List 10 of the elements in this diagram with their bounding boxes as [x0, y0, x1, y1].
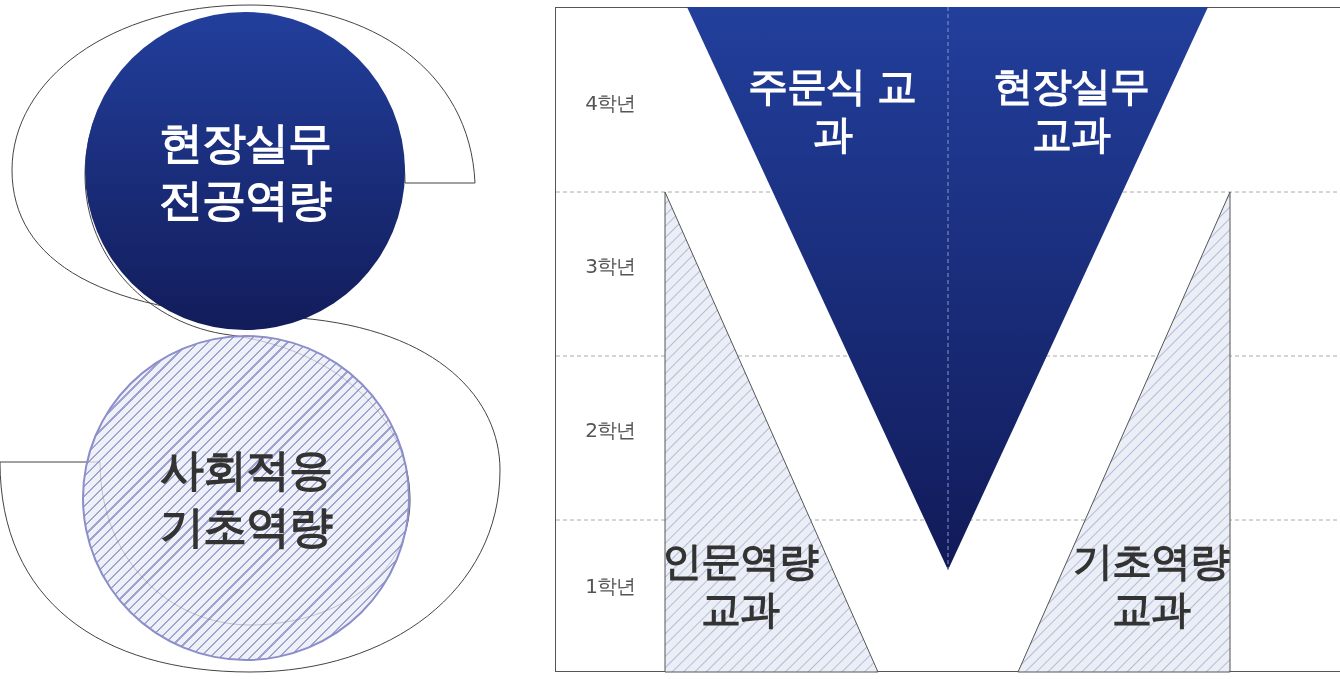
course-label: 기초역량 교과: [1071, 537, 1230, 633]
course-label: 인문역량 교과: [661, 537, 820, 633]
course-label: 주문식 교과: [746, 62, 918, 158]
year-label: 2학년: [584, 417, 636, 444]
competency-label: 현장실무 전공역량: [158, 115, 333, 227]
year-label: 1학년: [584, 573, 636, 600]
year-label: 3학년: [584, 253, 636, 280]
course-label: 현장실무 교과: [991, 62, 1150, 158]
year-label: 4학년: [584, 90, 636, 117]
competency-label: 사회적응 기초역량: [159, 442, 334, 554]
